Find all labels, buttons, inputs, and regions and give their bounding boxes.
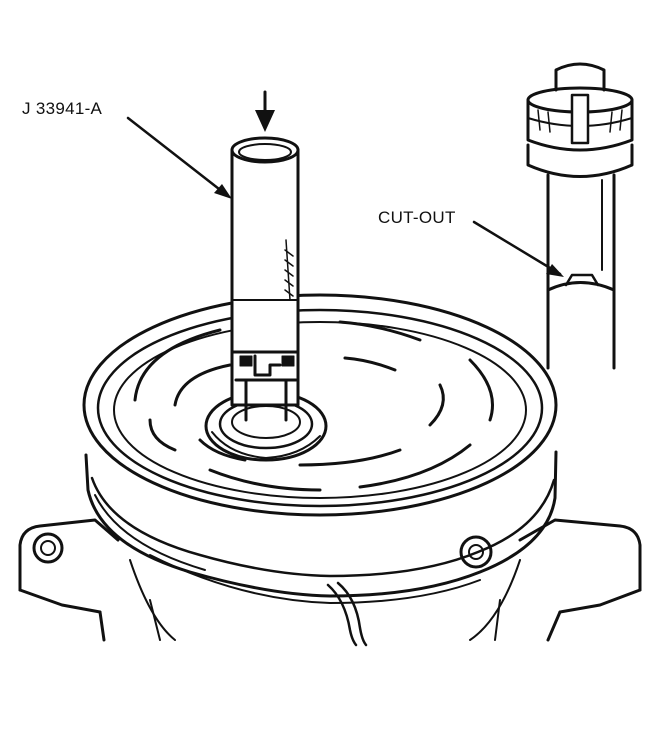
detail-view-shaft: [526, 62, 634, 370]
clutch-pulley: [82, 293, 558, 604]
cutout-leader-line: [472, 220, 564, 277]
press-arrow-icon: [255, 90, 275, 132]
compressor-body: [18, 518, 642, 647]
installer-tool: [230, 136, 300, 422]
tool-part-number-label: J 33941-A: [22, 99, 103, 118]
cutout-label: CUT-OUT: [378, 208, 456, 227]
tool-leader-line: [126, 116, 232, 199]
